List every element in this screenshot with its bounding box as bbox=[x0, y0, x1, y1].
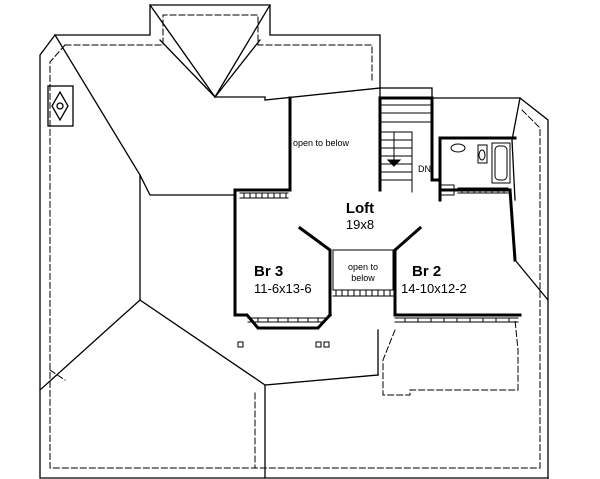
br3-room-name: Br 3 bbox=[254, 263, 284, 280]
vents bbox=[237, 341, 330, 348]
open-to-below-mid-line2: below bbox=[351, 273, 375, 283]
open-to-below-label: open to below bbox=[293, 138, 350, 148]
bathroom-fixtures bbox=[439, 142, 511, 196]
railings bbox=[239, 187, 519, 323]
stairs bbox=[379, 104, 433, 193]
roof-outline bbox=[39, 4, 549, 479]
br2-room-name: Br 2 bbox=[412, 263, 442, 280]
open-to-below-mid-line1: open to bbox=[347, 262, 379, 272]
loft-room-name: Loft bbox=[345, 200, 375, 217]
eave-lines bbox=[49, 14, 541, 469]
br3-room-size: 11-6x13-6 bbox=[254, 281, 312, 296]
skylight bbox=[47, 85, 74, 127]
stair-down-label: DN bbox=[418, 164, 431, 174]
br2-room-size: 14-10x12-2 bbox=[401, 281, 467, 296]
loft-room-size: 19x8 bbox=[345, 217, 375, 232]
